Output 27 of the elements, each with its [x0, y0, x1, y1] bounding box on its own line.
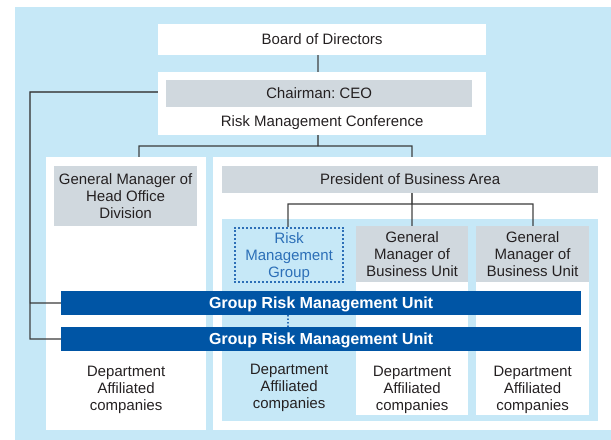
unit-label: Group Risk Management Unit — [208, 330, 434, 350]
unit-bar — [61, 327, 581, 351]
box-label: General Manager of Head Office Division — [58, 170, 193, 224]
president-box — [222, 166, 598, 193]
connector-line — [411, 193, 534, 226]
box-label: Department Affiliated companies — [248, 360, 330, 414]
manager-box — [356, 226, 468, 282]
unit-label: Group Risk Management Unit — [208, 294, 434, 314]
box-label: Department Affiliated companies — [372, 362, 452, 416]
box-label: Risk Management Conference — [220, 112, 424, 132]
board-box — [158, 24, 486, 55]
chairman-box — [166, 80, 472, 107]
box-label: Board of Directors — [260, 30, 384, 50]
box-label: General Manager of Business Unit — [486, 228, 580, 282]
manager-box — [476, 226, 589, 282]
risk-group-box — [234, 227, 344, 283]
conference-panel — [158, 72, 486, 135]
box-label: Chairman: CEO — [265, 84, 373, 104]
connector-line — [317, 55, 319, 72]
unit-bar — [61, 291, 581, 315]
box-label: Department Affiliated companies — [86, 362, 166, 416]
connector-line — [317, 135, 413, 157]
box-label: President of Business Area — [318, 170, 502, 190]
box-label: General Manager of Business Unit — [365, 228, 459, 282]
connector-line — [287, 315, 289, 327]
box-label: Risk Management Group — [244, 229, 334, 281]
box-label: Department Affiliated companies — [492, 362, 573, 416]
